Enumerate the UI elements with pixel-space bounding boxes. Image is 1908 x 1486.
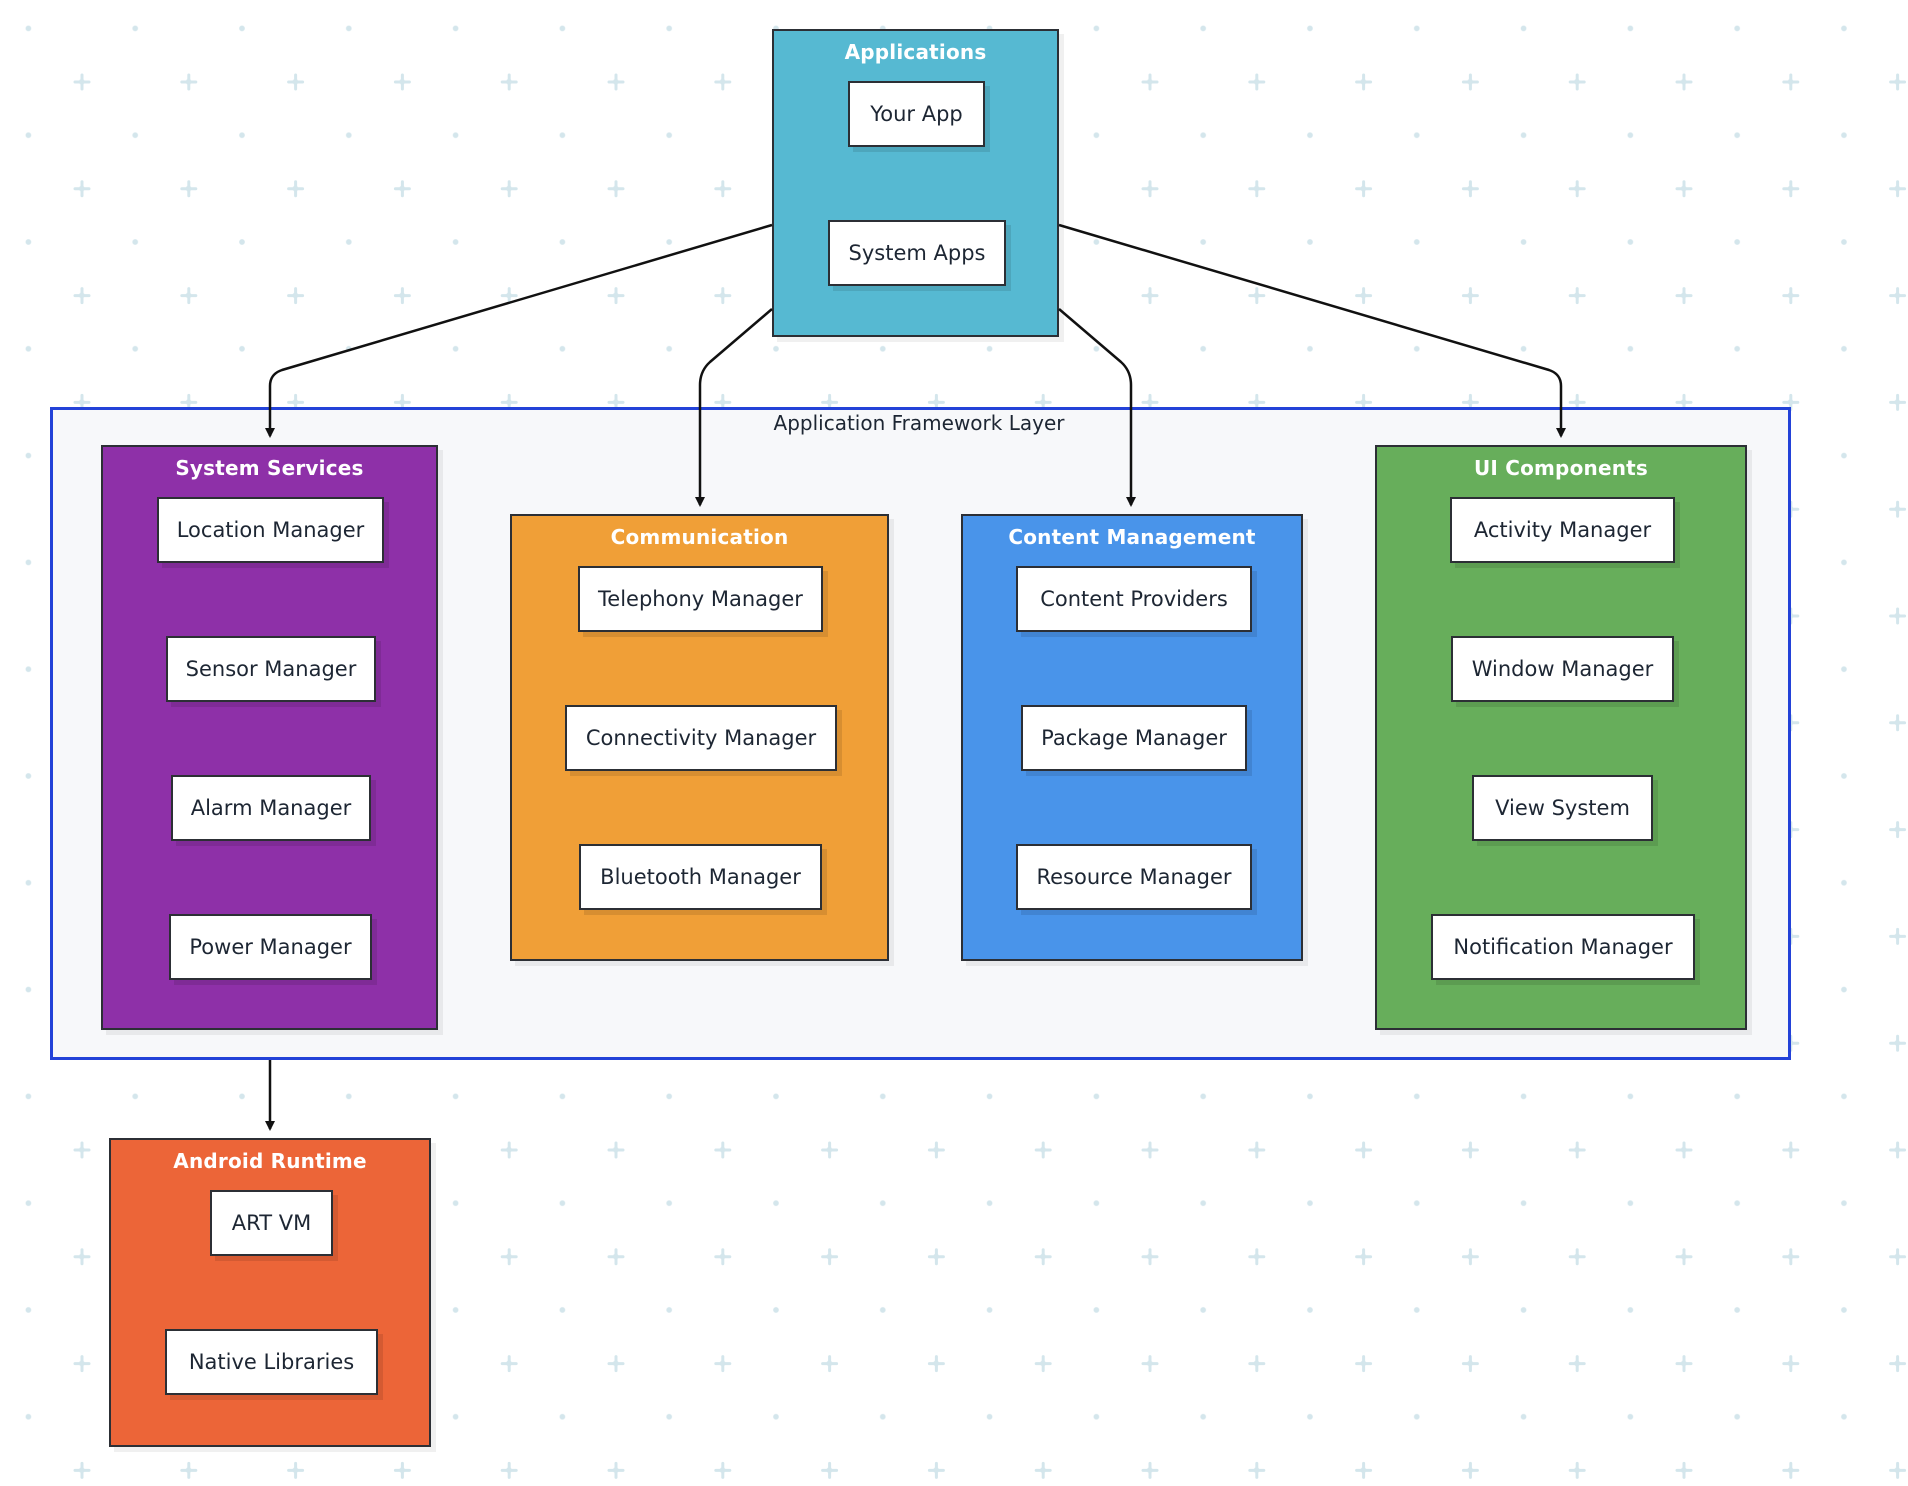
group-communication: Communication Telephony Manager Connecti… (510, 514, 889, 961)
node-power-manager: Power Manager (169, 914, 372, 980)
node-activity-manager: Activity Manager (1450, 497, 1675, 563)
node-your-app: Your App (848, 81, 985, 147)
node-package-manager: Package Manager (1021, 705, 1247, 771)
group-content-management-title: Content Management (1008, 525, 1256, 549)
group-android-runtime-title: Android Runtime (173, 1149, 367, 1173)
group-android-runtime: Android Runtime ART VM Native Libraries (109, 1138, 431, 1447)
node-location-manager: Location Manager (157, 497, 384, 563)
node-art-vm: ART VM (210, 1190, 333, 1256)
group-ui-components-title: UI Components (1473, 456, 1649, 480)
node-window-manager: Window Manager (1451, 636, 1674, 702)
group-content-management: Content Management Content Providers Pac… (961, 514, 1303, 961)
node-system-apps: System Apps (828, 220, 1006, 286)
group-applications-title: Applications (844, 40, 987, 64)
group-system-services-title: System Services (175, 456, 364, 480)
framework-layer-title: Application Framework Layer (773, 411, 1065, 435)
node-notification-manager: Notification Manager (1431, 914, 1695, 980)
node-native-libraries: Native Libraries (165, 1329, 378, 1395)
group-communication-title: Communication (610, 525, 789, 549)
node-alarm-manager: Alarm Manager (171, 775, 371, 841)
group-applications: Applications Your App System Apps (772, 29, 1059, 337)
group-system-services: System Services Location Manager Sensor … (101, 445, 438, 1030)
node-connectivity-manager: Connectivity Manager (565, 705, 837, 771)
node-telephony-manager: Telephony Manager (578, 566, 823, 632)
node-resource-manager: Resource Manager (1016, 844, 1252, 910)
group-ui-components: UI Components Activity Manager Window Ma… (1375, 445, 1747, 1030)
node-content-providers: Content Providers (1016, 566, 1252, 632)
node-sensor-manager: Sensor Manager (166, 636, 376, 702)
node-bluetooth-manager: Bluetooth Manager (579, 844, 822, 910)
node-view-system: View System (1472, 775, 1653, 841)
